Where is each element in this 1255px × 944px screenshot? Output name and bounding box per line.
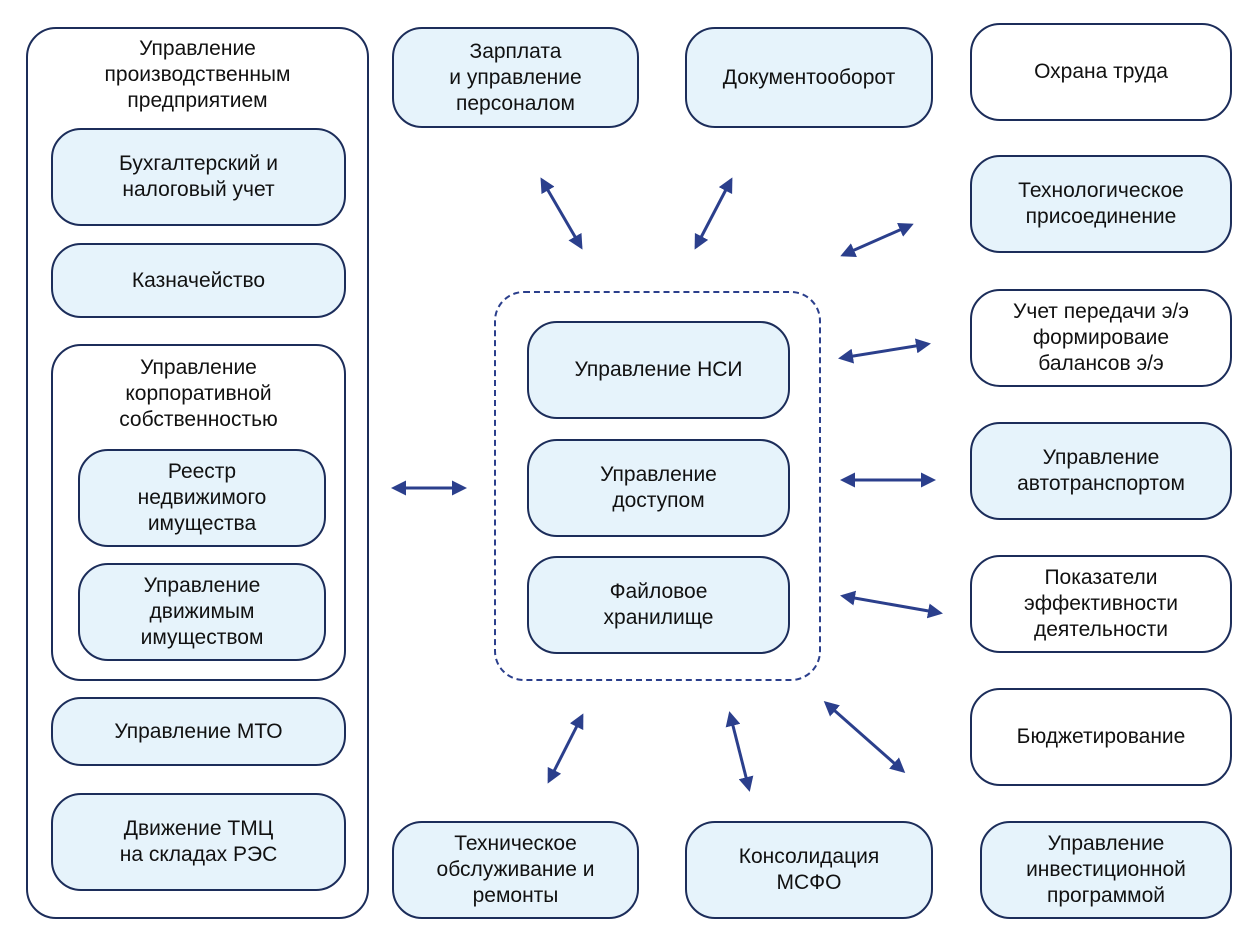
- arrow-docflow: [694, 177, 733, 250]
- maintenance-box[interactable]: Техническое обслуживание и ремонты: [392, 821, 639, 919]
- real-estate-box[interactable]: Реестр недвижимого имущества: [78, 449, 326, 547]
- arrow-kpi: [840, 590, 943, 619]
- arrow-maintenance: [547, 713, 584, 784]
- budgeting-box[interactable]: Бюджетирование: [970, 688, 1232, 786]
- tech-connection-box[interactable]: Технологическое присоединение: [970, 155, 1232, 253]
- access-management-box[interactable]: Управление доступом: [527, 439, 790, 537]
- energy-accounting-box[interactable]: Учет передачи э/э формироваие балансов э…: [970, 289, 1232, 387]
- file-storage-box[interactable]: Файловое хранилище: [527, 556, 790, 654]
- arrow-energy-accounting: [838, 338, 931, 364]
- arrow-payroll: [540, 177, 583, 250]
- nsi-management-box[interactable]: Управление НСИ: [527, 321, 790, 419]
- treasury-box[interactable]: Казначейство: [51, 243, 346, 318]
- arrow-tech-connection: [840, 222, 914, 258]
- arrow-investment: [823, 701, 906, 773]
- transport-management-box[interactable]: Управление автотранспортом: [970, 422, 1232, 520]
- enterprise-management-title: Управление производственным предприятием: [104, 37, 291, 112]
- tmc-movement-box[interactable]: Движение ТМЦ на складах РЭС: [51, 793, 346, 891]
- docflow-box[interactable]: Документооборот: [685, 27, 933, 128]
- corporate-property-title: Управление корпоративной собственностью: [119, 356, 278, 431]
- kpi-box[interactable]: Показатели эффективности деятельности: [970, 555, 1232, 653]
- arrow-ifrs: [725, 711, 754, 792]
- labor-safety-box[interactable]: Охрана труда: [970, 23, 1232, 121]
- core-services-group: [494, 291, 821, 681]
- movable-property-box[interactable]: Управление движимым имуществом: [78, 563, 326, 661]
- accounting-box[interactable]: Бухгалтерский и налоговый учет: [51, 128, 346, 226]
- ifrs-consolidation-box[interactable]: Консолидация МСФО: [685, 821, 933, 919]
- investment-program-box[interactable]: Управление инвестиционной программой: [980, 821, 1232, 919]
- mto-box[interactable]: Управление МТО: [51, 697, 346, 766]
- payroll-box[interactable]: Зарплата и управление персоналом: [392, 27, 639, 128]
